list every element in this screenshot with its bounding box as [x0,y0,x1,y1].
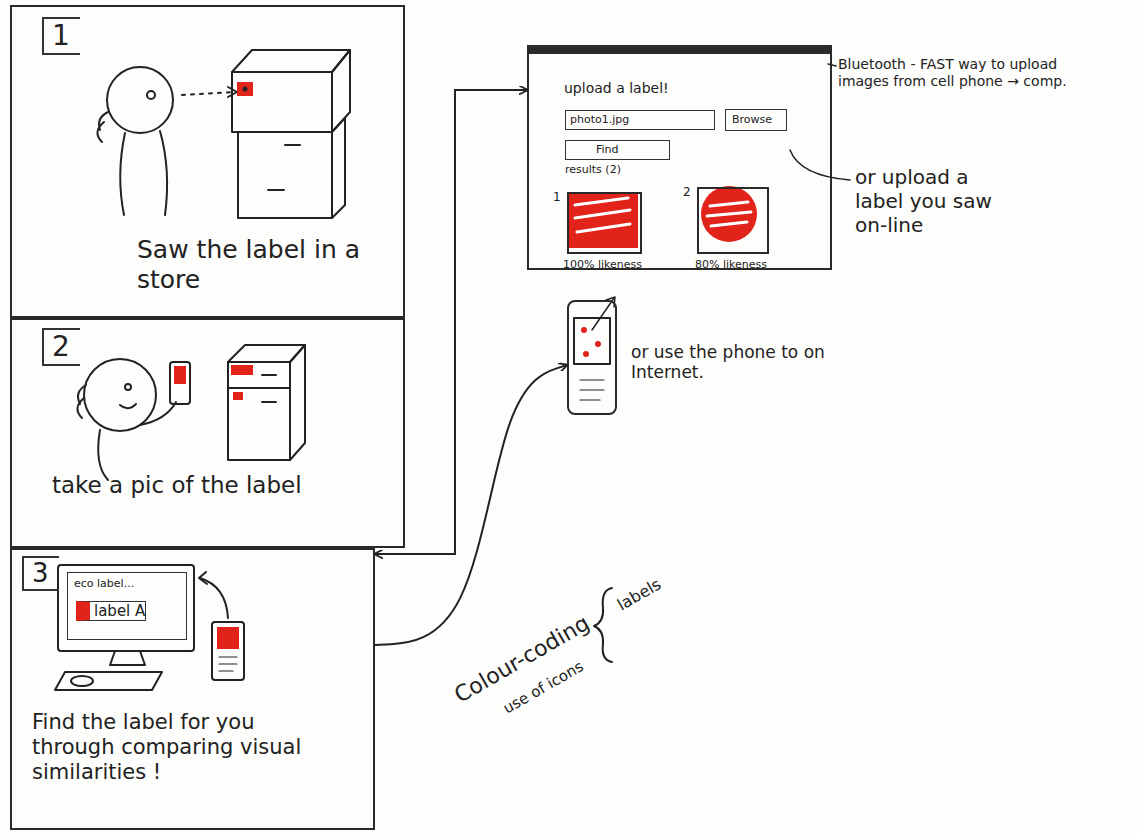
panel-number: 2 [42,328,80,366]
leader-line [828,64,836,66]
phone-node: or use the phone to on Internet. [567,300,617,415]
note-text: Bluetooth - FAST way to upload images fr… [838,56,1108,90]
fridge-side [332,118,345,218]
screen-item: label A [76,601,146,621]
person-body [120,131,167,215]
fridge-front [238,132,332,218]
phone-screen [217,627,239,649]
fridge-front [228,362,290,460]
result-number: 2 [683,185,691,199]
brace-symbol [594,588,612,662]
result-thumbnail: 1100% likeness [567,192,642,254]
story-panel: 1Saw the label in a store [10,5,405,318]
appliance-top [232,50,350,72]
connector-arrow [375,90,527,554]
file-input: photo1.jpg [565,110,715,130]
panel-caption: take a pic of the label [52,472,397,500]
fridge-handle [262,375,276,402]
eco-label-mark [233,392,243,400]
thumbnail-stripes [707,202,751,226]
gaze-arrow [182,92,234,95]
connector-arrow [375,365,567,645]
person-eye [147,91,155,99]
eco-label-dot [243,87,248,92]
browse-button: Browse [725,109,787,131]
screen-dot [583,351,589,357]
mockup-title: upload a label! [564,80,669,97]
panel-number: 1 [42,17,80,55]
panel-caption: Saw the label in a store [137,235,397,295]
eco-label-mark [237,82,253,96]
phone-symbol [170,362,190,404]
find-button: Find [565,140,670,160]
likeness-score: 100% likeness [563,258,642,271]
upload-arrowhead [606,297,615,307]
button-label: Browse [732,113,772,126]
panel-caption: Find the label for you through comparing… [32,710,322,786]
panel-number: 3 [22,556,59,591]
story-panel: 2 take a pic of the label [10,318,405,548]
eco-label-mark [231,365,253,375]
label-thumbnail [567,192,638,248]
thumbnail-stripes [575,198,630,232]
keyboard-symbol [55,672,162,690]
appliance-side [332,50,350,132]
web-mockup: upload a label!photo1.jpgBrowseFind1100%… [527,45,832,270]
label-thumbnail [701,186,757,242]
upload-arrow [592,298,614,330]
story-panel: 3Find the label for you through comparin… [10,548,375,830]
person-hair [97,112,108,142]
transfer-arrowhead [199,572,207,584]
appliance-front [232,72,332,132]
person-smile [120,404,136,408]
transfer-arrow [200,578,228,618]
fridge-side [290,345,305,460]
mouse-symbol [71,676,93,686]
fridge-split [228,387,290,389]
phone-keypad [580,380,604,400]
screen-dot [595,341,601,347]
person-head [84,359,156,431]
note-text: or upload a label you saw on-line [855,165,995,237]
screen-dot [581,327,587,333]
phone-screen-outline [574,318,610,364]
results-count: results (2) [565,163,621,176]
person-body [98,402,176,480]
monitor-stand [110,651,145,665]
phone-keypad [219,657,237,671]
person-eye [125,384,131,390]
leader-line [790,150,850,180]
person-hair [77,385,86,418]
result-number: 1 [553,190,561,204]
phone-note: or use the phone to on Internet. [631,342,881,383]
fridge-handle [268,145,300,190]
note-text: labels [614,574,664,614]
person-head [107,67,173,133]
input-value: photo1.jpg [570,113,629,126]
button-label: Find [596,143,619,156]
result-thumbnail: 280% likeness [697,187,769,254]
phone-symbol [212,622,244,680]
likeness-score: 80% likeness [695,258,767,271]
phone-screen [174,366,186,384]
screen-title: eco label... [74,577,134,590]
monitor-frame [58,565,194,651]
monitor-screen: eco label... label A [67,572,187,640]
